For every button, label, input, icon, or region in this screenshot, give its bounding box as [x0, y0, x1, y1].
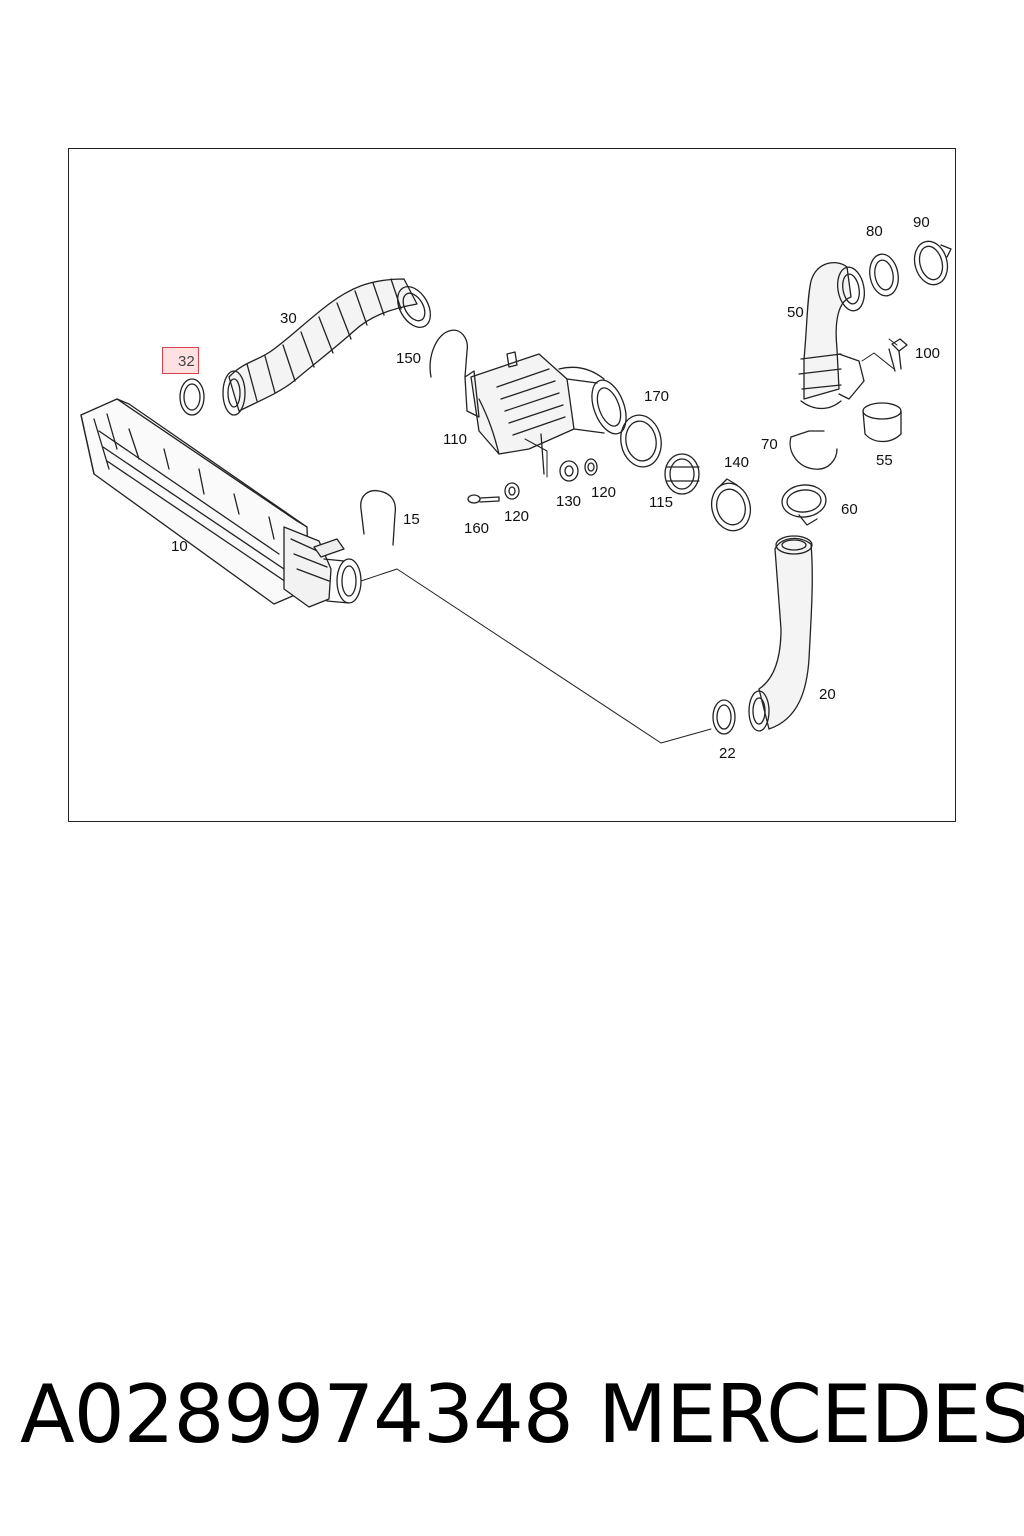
- o-ring-32-part: [179, 378, 205, 416]
- part-number: A0289974348: [20, 1368, 574, 1461]
- callout-170[interactable]: 170: [644, 388, 670, 405]
- leader-lines: [360, 338, 898, 744]
- callout-150[interactable]: 150: [396, 350, 422, 367]
- clip-70-part: [789, 430, 838, 470]
- bolt-160-part: [467, 494, 500, 504]
- parts-diagram-frame: 10 15 20 22 30 32 50 55 60 70 80 90 100 …: [68, 148, 956, 822]
- parts-diagram-drawing: [80, 240, 952, 744]
- callout-55[interactable]: 55: [876, 452, 893, 469]
- callout-22[interactable]: 22: [719, 745, 736, 762]
- callout-160[interactable]: 160: [464, 520, 490, 537]
- sleeve-115-part: [664, 453, 700, 495]
- clamp-90-part: [913, 240, 952, 286]
- clip-15-part: [360, 489, 397, 546]
- bolt-100-part: [891, 338, 908, 370]
- clip-150-part: [429, 329, 468, 378]
- callout-10[interactable]: 10: [171, 538, 188, 555]
- callout-60[interactable]: 60: [841, 501, 858, 518]
- grommet-120-b-part: [584, 458, 598, 476]
- pipe-50-part: [798, 261, 896, 410]
- callout-100[interactable]: 100: [915, 345, 941, 362]
- callout-80[interactable]: 80: [866, 223, 883, 240]
- callout-20[interactable]: 20: [819, 686, 836, 703]
- clamp-60-part: [781, 484, 827, 526]
- callout-90[interactable]: 90: [913, 214, 930, 231]
- o-ring-22-part: [712, 699, 736, 735]
- sleeve-80-part: [869, 253, 899, 297]
- callout-115[interactable]: 115: [649, 494, 673, 511]
- callout-50[interactable]: 50: [787, 304, 804, 321]
- callout-15[interactable]: 15: [403, 511, 420, 528]
- bushing-130-part: [559, 460, 579, 482]
- hose-30-part: [222, 278, 432, 416]
- brand-name: MERCEDES: [598, 1368, 1024, 1461]
- cap-55-part: [862, 402, 902, 443]
- pipe-20-part: [748, 535, 813, 732]
- callout-130[interactable]: 130: [556, 493, 582, 510]
- grommet-120-a-part: [504, 482, 520, 500]
- clamp-140-part: [710, 478, 752, 532]
- intercooler-part: [80, 398, 362, 608]
- distributor-110-part: [464, 351, 627, 475]
- product-footer: A0289974348 MERCEDES: [20, 1368, 1024, 1478]
- callout-120-b[interactable]: 120: [591, 484, 617, 501]
- clamp-170-part: [620, 414, 662, 468]
- callout-120-a[interactable]: 120: [504, 508, 530, 525]
- callout-32-highlighted[interactable]: 32: [162, 347, 199, 374]
- callout-30[interactable]: 30: [280, 310, 297, 327]
- callout-110[interactable]: 110: [443, 431, 467, 448]
- callout-140[interactable]: 140: [724, 454, 750, 471]
- callout-70[interactable]: 70: [761, 436, 778, 453]
